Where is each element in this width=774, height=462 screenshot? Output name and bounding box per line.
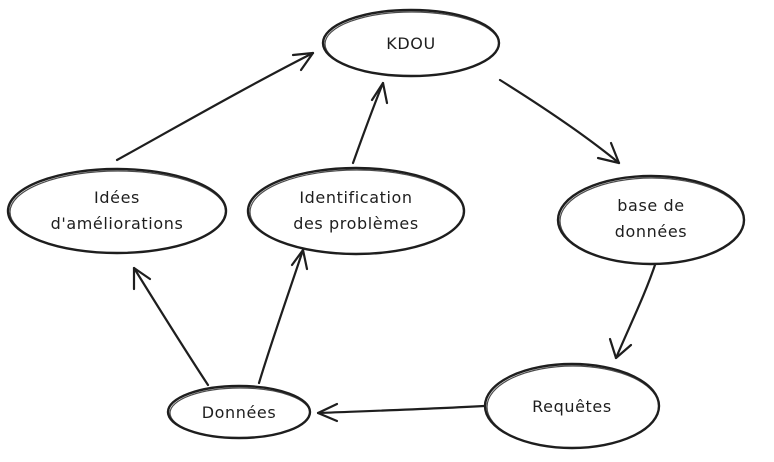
node-base-label-line1: base de	[617, 196, 684, 215]
edge-requetes-to-donnees	[316, 402, 486, 423]
node-base: base de données	[556, 174, 746, 266]
node-requetes: Requêtes	[483, 362, 661, 450]
node-requetes-label: Requêtes	[532, 397, 612, 416]
edge-idees-to-kdou	[115, 51, 315, 162]
node-identification-label-line1: Identification	[299, 188, 412, 207]
node-donnees: Données	[166, 384, 312, 440]
node-kdou: KDOU	[321, 8, 501, 78]
node-idees-label-line2: d'améliorations	[51, 214, 184, 233]
edge-donnees-to-identification	[257, 248, 309, 385]
node-identification-label-line2: des problèmes	[293, 214, 419, 233]
node-idees: Idées d'améliorations	[6, 167, 228, 255]
node-donnees-label: Données	[202, 403, 277, 422]
edge-base-to-requetes	[608, 260, 658, 360]
edge-identification-to-kdou	[351, 81, 389, 165]
edge-kdou-to-base	[498, 78, 621, 165]
node-identification: Identification des problèmes	[246, 166, 466, 256]
edge-donnees-to-idees	[132, 266, 210, 387]
node-base-label-line2: données	[615, 222, 687, 241]
edges	[115, 51, 658, 423]
node-kdou-label: KDOU	[386, 34, 436, 53]
node-idees-label-line1: Idées	[94, 188, 140, 207]
